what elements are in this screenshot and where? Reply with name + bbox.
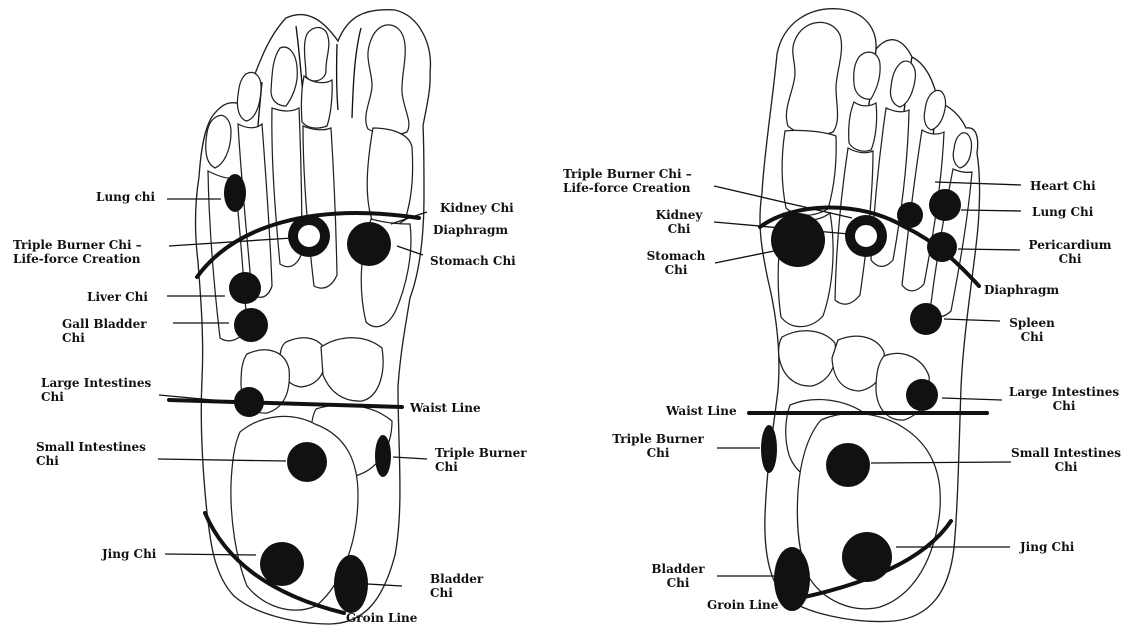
left-triple-burner-creation-label: Triple Burner Chi – Life-force Creation [13, 238, 163, 266]
left-triple-burner-chi-label: Triple Burner Chi [435, 446, 535, 474]
right-second-toe-bone [849, 102, 877, 151]
gall-bladder-chi-point [234, 308, 268, 342]
stomach-chi-point [771, 213, 825, 267]
right-bladder-chi-label: Bladder Chi [647, 562, 709, 590]
right-lung-chi-label: Lung Chi [1032, 205, 1102, 219]
liver-chi-point [229, 272, 261, 304]
left-large-intestines-chi-label: Large Intestines Chi [41, 376, 165, 404]
bladder-chi-point [334, 555, 368, 613]
left-foot [158, 10, 430, 624]
left-bladder-chi-label: Bladder Chi [430, 572, 490, 600]
right-large-intestines-chi-label: Large Intestines Chi [1002, 385, 1126, 413]
stomach-chi-point [347, 222, 391, 266]
jing-chi-point [260, 542, 304, 586]
jing-chi-point [842, 532, 892, 582]
kidney-chi-point-inner [297, 224, 321, 248]
large-intestines-chi-point [906, 379, 938, 411]
right-groin-line-label: Groin Line [707, 598, 789, 612]
left-second-toe-bone [304, 28, 328, 81]
small-intestines-chi-point [826, 443, 870, 487]
right-triple-burner-chi-label: Triple Burner Chi [606, 432, 710, 460]
right-great-toe-bone [782, 130, 836, 215]
triple-burner-chi-point [375, 435, 391, 477]
left-second-toe-bone [301, 76, 332, 128]
right-triple-burner-creation-label: Triple Burner Chi – Life-force Creation [563, 167, 713, 195]
right-stomach-chi-label: Stomach Chi [643, 249, 709, 277]
left-stomach-chi-label: Stomach Chi [430, 254, 540, 268]
left-gall-bladder-chi-label: Gall Bladder Chi [62, 317, 170, 345]
right-kidney-chi-label: Kidney Chi [651, 208, 707, 236]
left-jing-chi-label: Jing Chi [102, 547, 162, 561]
left-groin-line-label: Groin Line [346, 611, 428, 625]
spleen-chi-point [910, 303, 942, 335]
right-waist-line-label: Waist Line [666, 404, 750, 418]
right-diaphragm-label: Diaphragm [984, 283, 1072, 297]
small-intestines-chi-point [287, 442, 327, 482]
right-jing-chi-label: Jing Chi [1020, 540, 1080, 554]
right-small-intestines-chi-label: Small Intestines Chi [1004, 446, 1128, 474]
kidney-chi-point-inner [854, 224, 878, 248]
lung-chi-point [929, 189, 961, 221]
left-small-intestines-chi-label: Small Intestines Chi [36, 440, 160, 468]
right-spleen-chi-label: Spleen Chi [1002, 316, 1062, 344]
left-great-toe-bone [366, 25, 409, 135]
left-kidney-chi-label: Kidney Chi [440, 201, 535, 215]
triple-burner-chi-point [761, 425, 777, 473]
right-heart-chi-label: Heart Chi [1030, 179, 1110, 193]
left-waist-line-label: Waist Line [410, 401, 493, 415]
left-liver-chi-label: Liver Chi [87, 290, 162, 304]
left-lung-chi-label: Lung chi [96, 190, 158, 204]
left-diaphragm-label: Diaphragm [433, 223, 521, 237]
right-foot [714, 9, 1021, 622]
right-pericardium-chi-label: Pericardium Chi [1017, 238, 1123, 266]
lung-chi-point [224, 174, 246, 212]
right-great-toe-bone [786, 22, 841, 135]
